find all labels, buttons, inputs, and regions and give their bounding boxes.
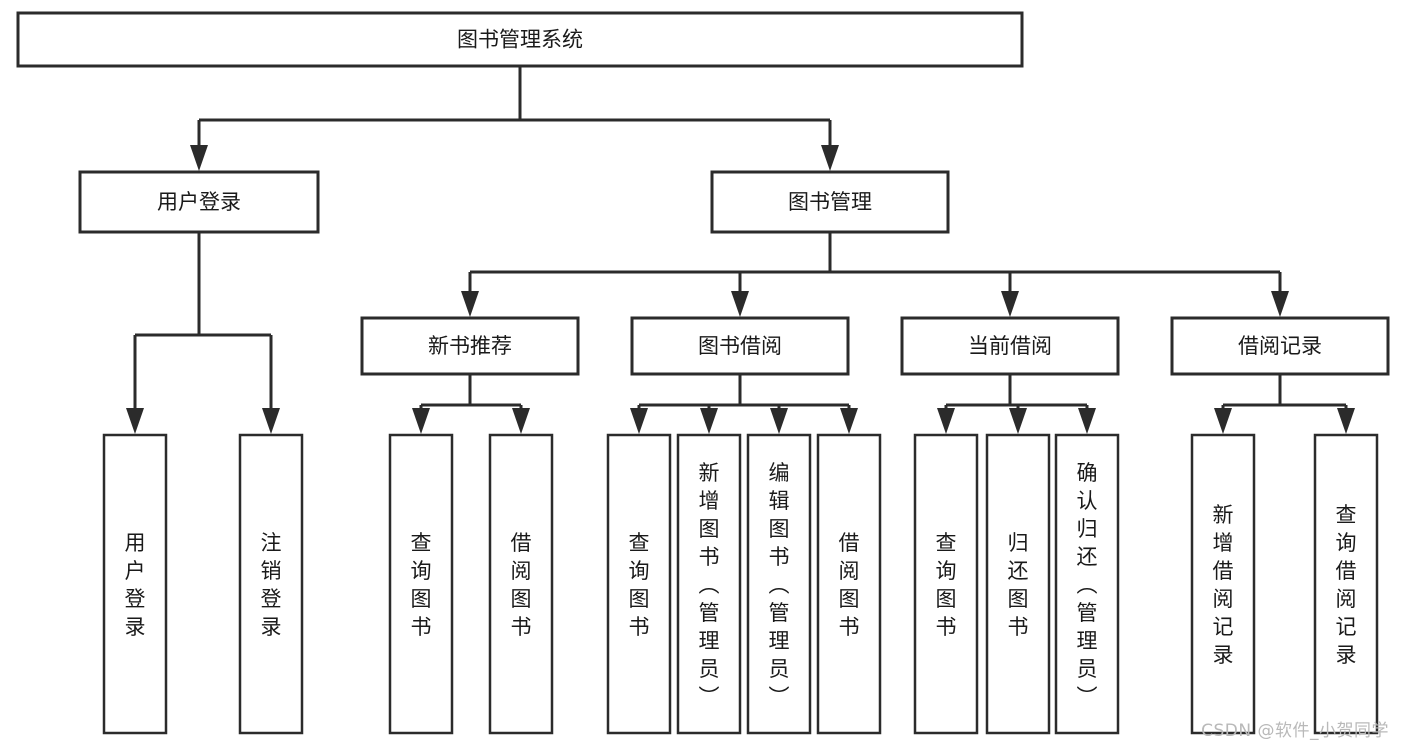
node-box	[816, 433, 882, 735]
node-leaf-query-book-1[interactable]: 查询图书	[388, 433, 454, 735]
edge-group-book_borrow	[630, 374, 858, 434]
node-book-mgmt[interactable]: 图书管理	[710, 170, 950, 234]
node-label: 图书借阅	[698, 334, 782, 358]
node-label: 用户登录	[125, 531, 146, 639]
node-box	[388, 433, 454, 735]
node-leaf-user-login[interactable]: 用户登录	[102, 433, 168, 735]
edge-group-book_mgmt	[461, 232, 1289, 317]
node-box	[676, 433, 742, 735]
node-label: 查询图书	[629, 531, 650, 639]
edge-group-root	[190, 66, 839, 171]
node-label: 借阅图书	[511, 531, 532, 639]
node-box	[913, 433, 979, 735]
node-leaf-add-book[interactable]: 新增图书︵管理员︶	[676, 433, 742, 735]
node-new-book-rec[interactable]: 新书推荐	[360, 316, 580, 376]
node-label: 查询图书	[411, 531, 432, 639]
node-box	[1313, 433, 1379, 735]
node-box	[630, 316, 850, 376]
node-leaf-borrow-book-1[interactable]: 借阅图书	[488, 433, 554, 735]
node-current-borrow[interactable]: 当前借阅	[900, 316, 1120, 376]
node-label: 用户登录	[157, 190, 241, 214]
node-leaf-query-record[interactable]: 查询借阅记录	[1313, 433, 1379, 735]
node-user-login[interactable]: 用户登录	[78, 170, 320, 234]
node-box	[710, 170, 950, 234]
node-box	[985, 433, 1051, 735]
edge-group-new_book_rec	[412, 374, 530, 434]
node-leaf-query-book-2[interactable]: 查询图书	[606, 433, 672, 735]
node-box	[16, 11, 1024, 68]
node-label: 新增图书︵管理员︶	[699, 461, 720, 709]
edge-group-user_login	[126, 232, 280, 434]
node-box	[900, 316, 1120, 376]
node-borrow-record[interactable]: 借阅记录	[1170, 316, 1390, 376]
node-leaf-edit-book[interactable]: 编辑图书︵管理员︶	[746, 433, 812, 735]
node-book-borrow[interactable]: 图书借阅	[630, 316, 850, 376]
node-root[interactable]: 图书管理系统	[16, 11, 1024, 68]
node-label: 归还图书	[1008, 531, 1029, 639]
node-box	[1190, 433, 1256, 735]
node-label: 当前借阅	[968, 334, 1052, 358]
node-label: 图书管理	[788, 190, 872, 214]
node-box	[238, 433, 304, 735]
node-label: 注销登录	[261, 531, 282, 639]
node-leaf-confirm-return[interactable]: 确认归还︵管理员︶	[1054, 433, 1120, 735]
node-label: 新增借阅记录	[1213, 503, 1234, 667]
node-box	[1054, 433, 1120, 735]
node-label: 借阅记录	[1238, 334, 1322, 358]
node-label: 新书推荐	[428, 334, 512, 358]
node-layer: 图书管理系统用户登录图书管理新书推荐图书借阅当前借阅借阅记录用户登录注销登录查询…	[16, 11, 1390, 735]
node-label: 借阅图书	[839, 531, 860, 639]
node-leaf-add-record[interactable]: 新增借阅记录	[1190, 433, 1256, 735]
node-box	[746, 433, 812, 735]
node-box	[78, 170, 320, 234]
node-label: 编辑图书︵管理员︶	[769, 461, 790, 709]
node-leaf-query-book-3[interactable]: 查询图书	[913, 433, 979, 735]
edge-group-current_borrow	[937, 374, 1096, 434]
node-label: 查询借阅记录	[1336, 503, 1357, 667]
node-box	[102, 433, 168, 735]
node-box	[360, 316, 580, 376]
node-box	[606, 433, 672, 735]
node-box	[488, 433, 554, 735]
node-leaf-borrow-book-2[interactable]: 借阅图书	[816, 433, 882, 735]
node-leaf-logout[interactable]: 注销登录	[238, 433, 304, 735]
node-leaf-return-book[interactable]: 归还图书	[985, 433, 1051, 735]
node-label: 确认归还︵管理员︶	[1077, 461, 1098, 709]
edge-group-borrow_record	[1214, 374, 1355, 434]
csdn-watermark: CSDN @软件_小贺同学	[1201, 721, 1389, 741]
node-label: 查询图书	[936, 531, 957, 639]
node-label: 图书管理系统	[457, 28, 583, 52]
connector-layer	[126, 66, 1355, 434]
node-box	[1170, 316, 1390, 376]
